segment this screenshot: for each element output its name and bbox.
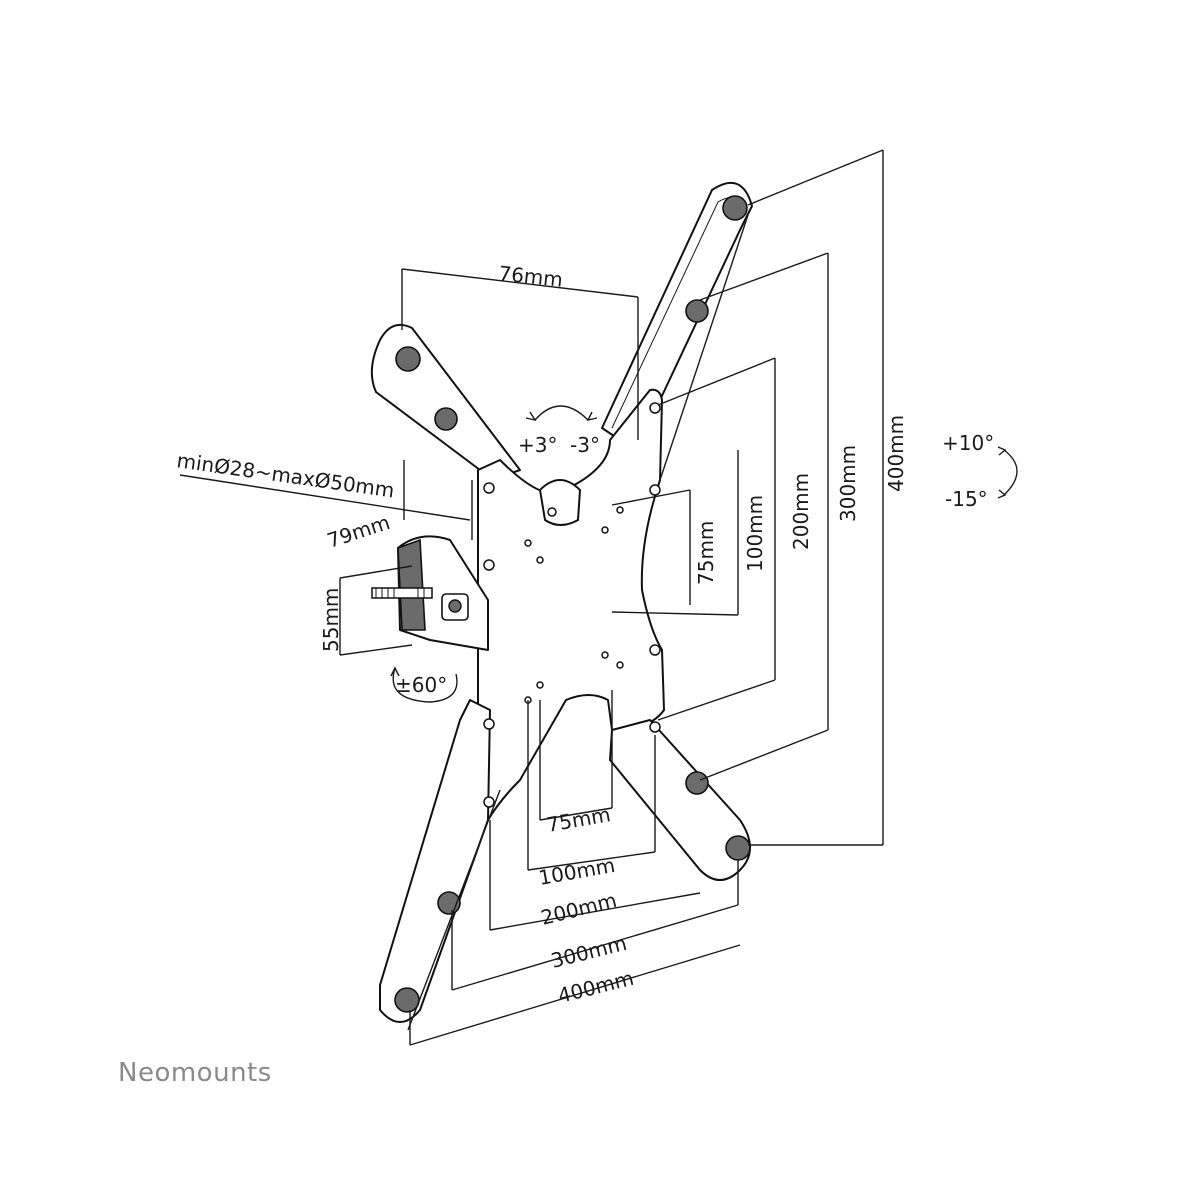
label-h200: 200mm [538, 888, 619, 930]
label-tilt-plus: +3° [518, 433, 557, 457]
label-v400: 400mm [884, 415, 908, 492]
mount-plate [370, 181, 753, 1023]
brand-logo: Neomounts [118, 1058, 272, 1088]
label-h400: 400mm [555, 966, 636, 1008]
label-v75: 75mm [694, 521, 718, 585]
label-tilt-down: -15° [945, 487, 988, 511]
label-h75: 75mm [545, 802, 613, 837]
screw-holes [483, 402, 661, 808]
label-swivel: ±60° [395, 673, 447, 697]
arm-lower-left [379, 699, 491, 1023]
label-v300: 300mm [836, 445, 860, 522]
label-top-width: 76mm [497, 261, 564, 292]
label-h100: 100mm [537, 853, 617, 890]
central-plate [477, 388, 665, 821]
label-pole-diameter: minØ28~maxØ50mm [175, 448, 396, 502]
pole-clamp [371, 535, 489, 651]
label-v200: 200mm [789, 473, 813, 550]
arm-lower-right [609, 719, 751, 881]
label-height: 55mm [319, 588, 343, 652]
dimension-lines [179, 149, 884, 1046]
arm-upper-left [370, 324, 521, 481]
label-depth: 79mm [324, 510, 393, 553]
rubber-feet [394, 195, 751, 1013]
label-tilt-up: +10° [942, 431, 994, 455]
rotation-arrows [390, 405, 1018, 703]
label-v100: 100mm [743, 495, 767, 572]
label-tilt-minus: -3° [570, 433, 600, 457]
label-h300: 300mm [548, 931, 629, 973]
